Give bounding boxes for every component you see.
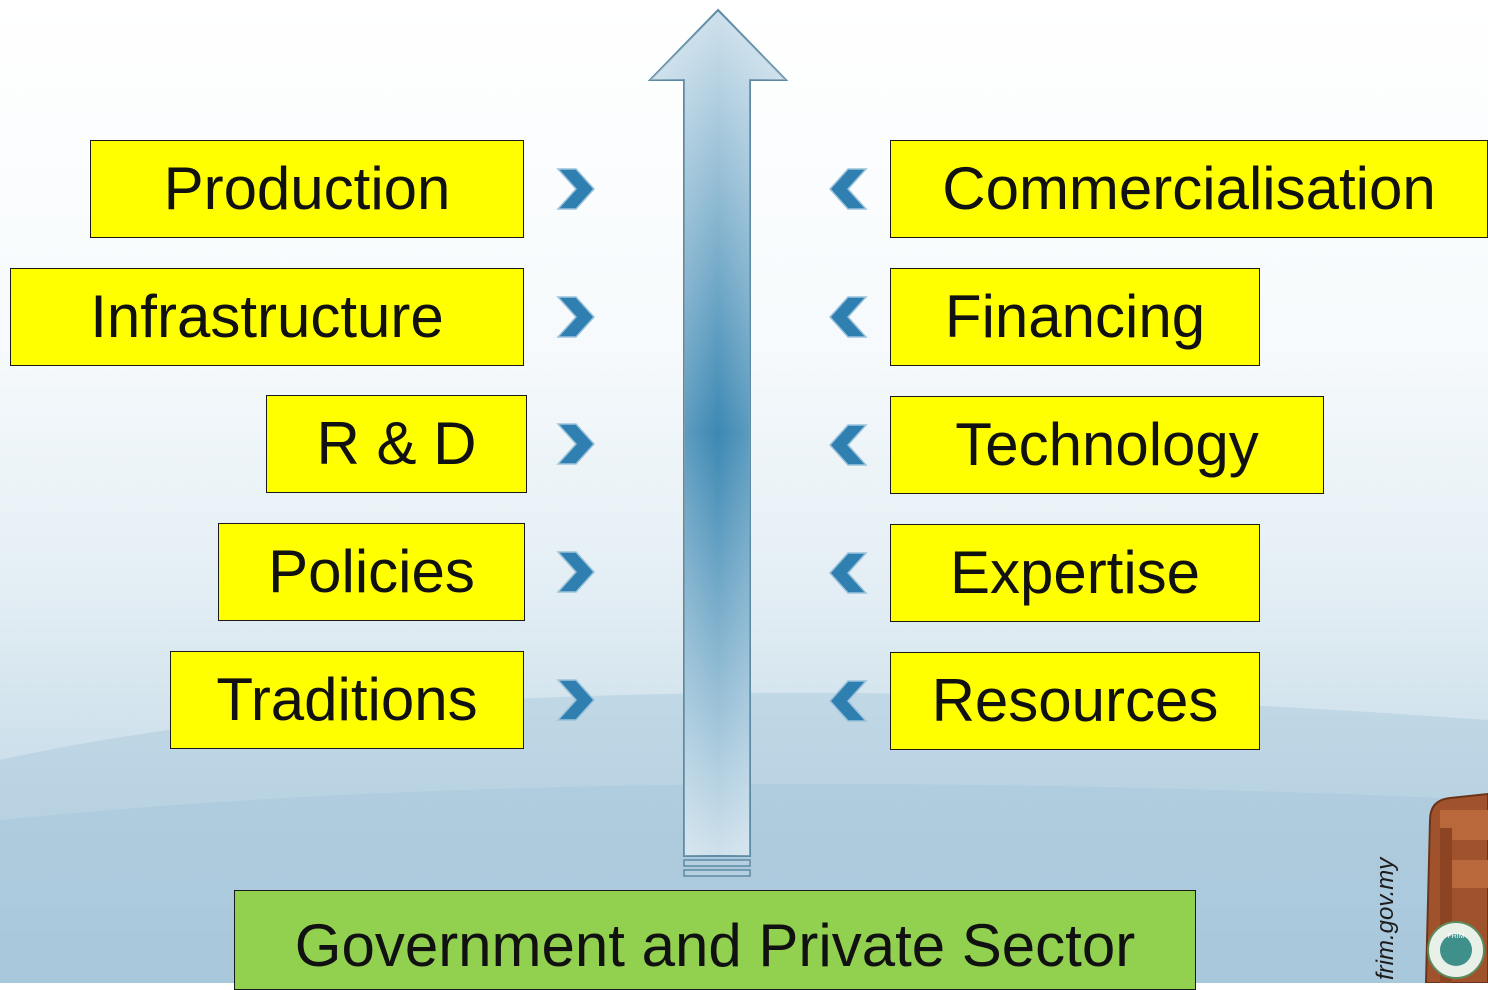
box-resources: Resources bbox=[890, 652, 1260, 750]
chevron-right-icon bbox=[556, 168, 596, 210]
box-financing: Financing bbox=[890, 268, 1260, 366]
label-expertise: Expertise bbox=[949, 539, 1201, 606]
chevron-right-icon bbox=[556, 551, 596, 593]
label-financing: Financing bbox=[944, 283, 1206, 350]
base-box-government-private-sector: Government and Private Sector bbox=[234, 890, 1196, 990]
label-traditions: Traditions bbox=[216, 666, 478, 733]
label-resources: Resources bbox=[931, 667, 1219, 734]
box-traditions: Traditions bbox=[170, 651, 524, 749]
chevron-left-icon bbox=[828, 168, 868, 210]
box-r-and-d: R & D bbox=[266, 395, 527, 493]
box-commercialisation: Commercialisation bbox=[890, 140, 1488, 238]
watermark-url: frim.gov.my bbox=[1372, 857, 1399, 980]
box-production: Production bbox=[90, 140, 524, 238]
upward-arrow bbox=[648, 8, 788, 877]
label-policies: Policies bbox=[268, 538, 475, 605]
chevron-left-icon bbox=[828, 424, 868, 466]
label-commercialisation: Commercialisation bbox=[942, 155, 1436, 222]
logo-text: FRIM bbox=[1447, 933, 1464, 940]
box-policies: Policies bbox=[218, 523, 525, 621]
chevron-left-icon bbox=[828, 296, 868, 338]
chevron-right-icon bbox=[556, 679, 596, 721]
label-r-and-d: R & D bbox=[316, 410, 477, 477]
frim-logo-icon: FRIM bbox=[1424, 792, 1488, 983]
label-technology: Technology bbox=[955, 411, 1259, 478]
chevron-left-icon bbox=[828, 680, 868, 722]
chevron-right-icon bbox=[556, 296, 596, 338]
label-production: Production bbox=[163, 155, 451, 222]
label-infrastructure: Infrastructure bbox=[90, 283, 444, 350]
chevron-right-icon bbox=[556, 423, 596, 465]
box-technology: Technology bbox=[890, 396, 1324, 494]
base-label: Government and Private Sector bbox=[294, 912, 1136, 979]
chevron-left-icon bbox=[828, 552, 868, 594]
box-infrastructure: Infrastructure bbox=[10, 268, 524, 366]
box-expertise: Expertise bbox=[890, 524, 1260, 622]
